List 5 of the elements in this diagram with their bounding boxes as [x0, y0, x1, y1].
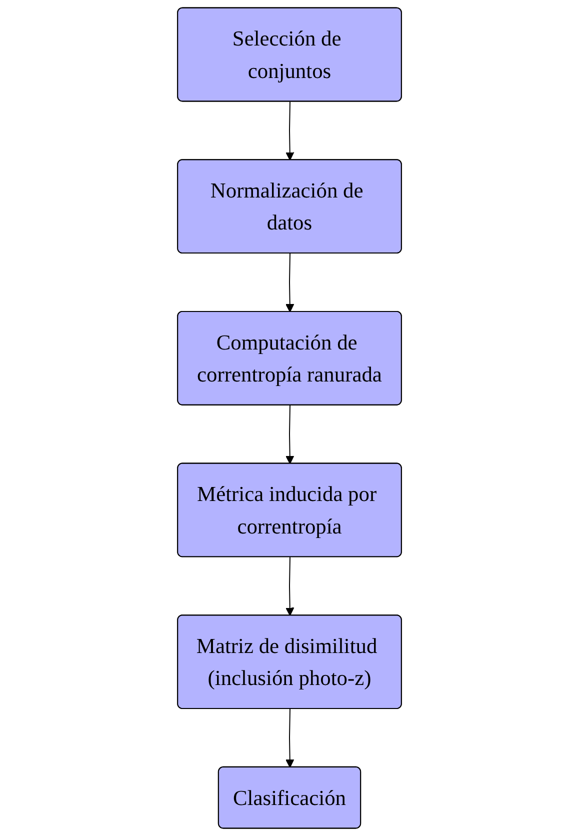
arrow [286, 253, 294, 312]
arrow [286, 556, 294, 616]
arrow [286, 101, 294, 160]
arrow [286, 708, 294, 768]
arrow [286, 404, 294, 464]
